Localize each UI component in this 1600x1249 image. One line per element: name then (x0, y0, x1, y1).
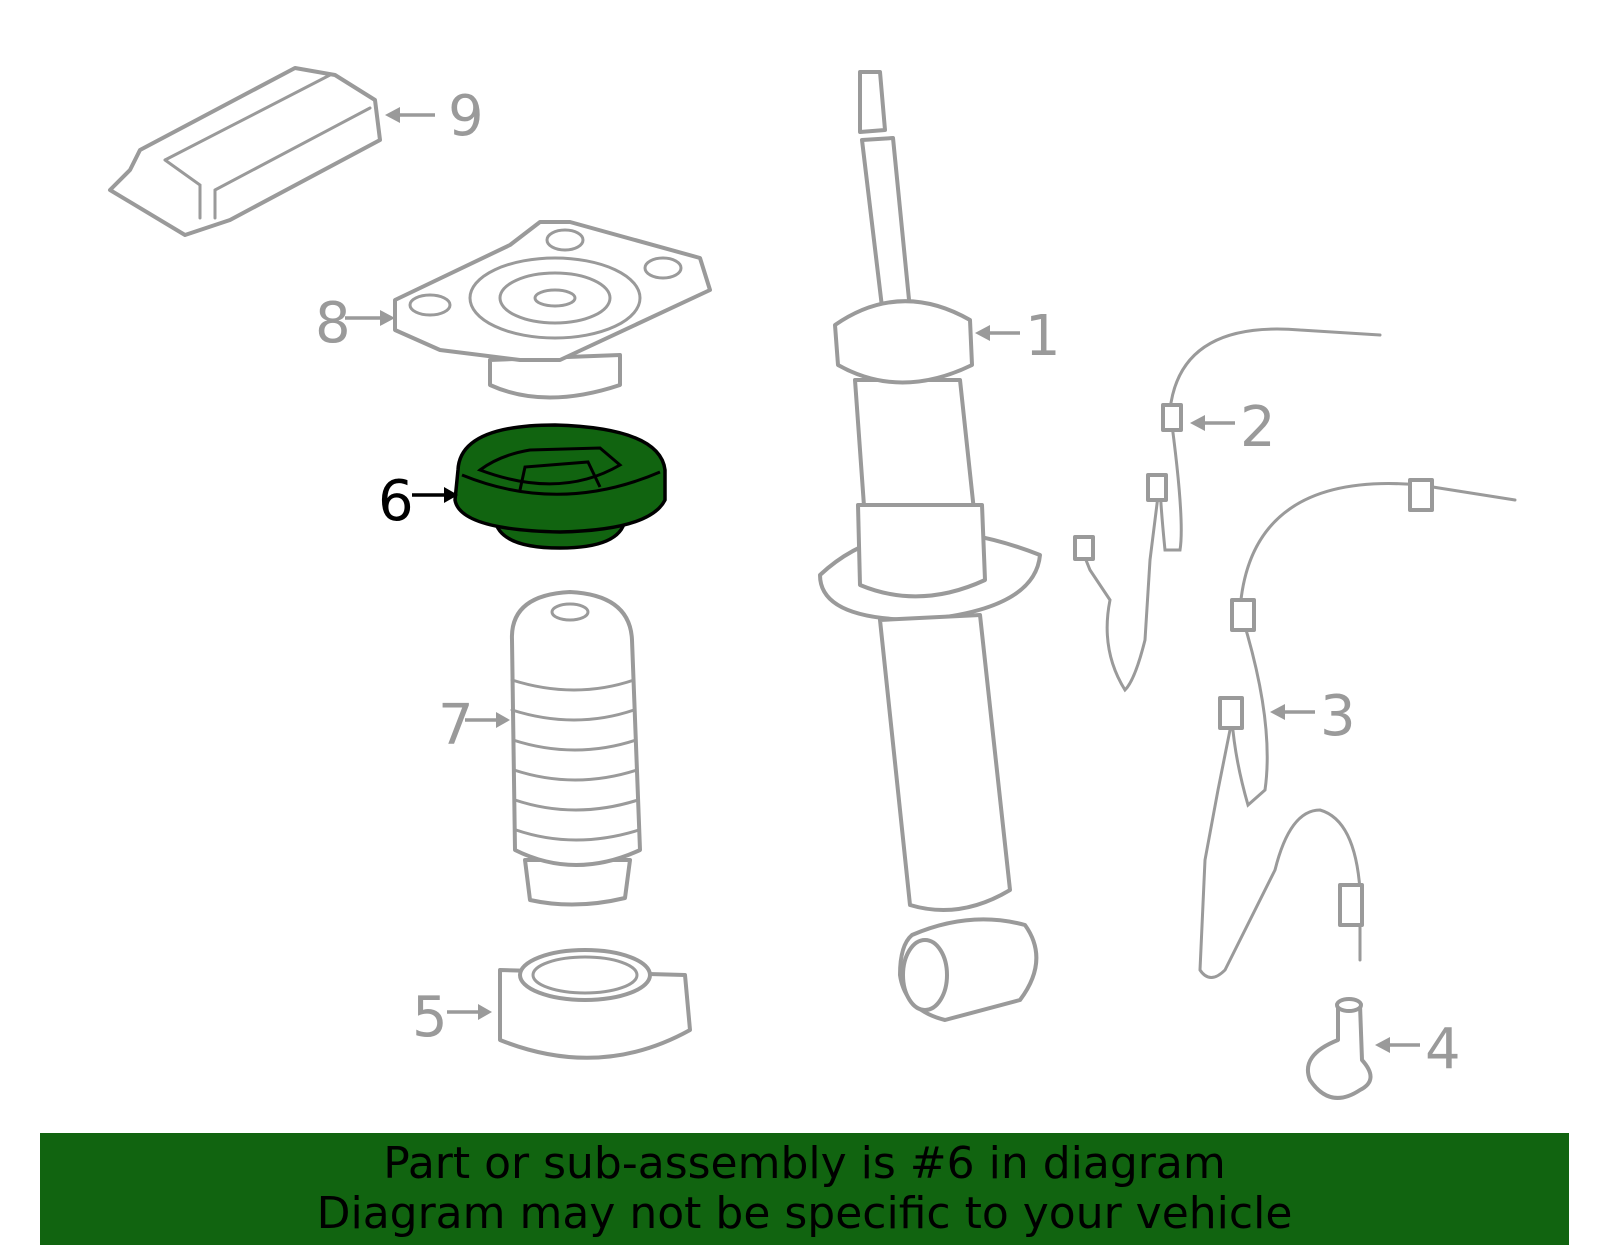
part-3-sensor-harness[interactable] (1198, 478, 1517, 979)
callout-5[interactable]: 5 (412, 985, 448, 1050)
part-8-upper-mount[interactable] (393, 220, 712, 400)
banner-line-1: Part or sub-assembly is #6 in diagram (383, 1138, 1226, 1189)
part-4-sensor[interactable] (1306, 997, 1373, 1100)
callout-9[interactable]: 9 (448, 84, 484, 149)
parts-diagram: 9 8 6 7 5 (108, 66, 1517, 1100)
callout-3[interactable]: 3 (1320, 684, 1356, 749)
callout-4[interactable]: 4 (1425, 1017, 1461, 1082)
banner-line-2: Diagram may not be specific to your vehi… (316, 1188, 1293, 1239)
part-7-dust-boot[interactable] (509, 590, 642, 907)
part-2-sensor-harness[interactable] (1073, 327, 1382, 693)
part-1-strut[interactable] (818, 70, 1042, 1022)
callout-8[interactable]: 8 (315, 291, 351, 356)
part-5-bearing-seat[interactable] (498, 948, 692, 1060)
callout-2[interactable]: 2 (1240, 395, 1276, 460)
callout-1[interactable]: 1 (1025, 304, 1061, 369)
callout-7[interactable]: 7 (438, 693, 474, 758)
part-6-spring-seat[interactable] (453, 423, 667, 550)
info-banner: Part or sub-assembly is #6 in diagram Di… (40, 1133, 1569, 1245)
callout-6[interactable]: 6 (378, 469, 414, 534)
part-9-module[interactable] (108, 66, 382, 237)
